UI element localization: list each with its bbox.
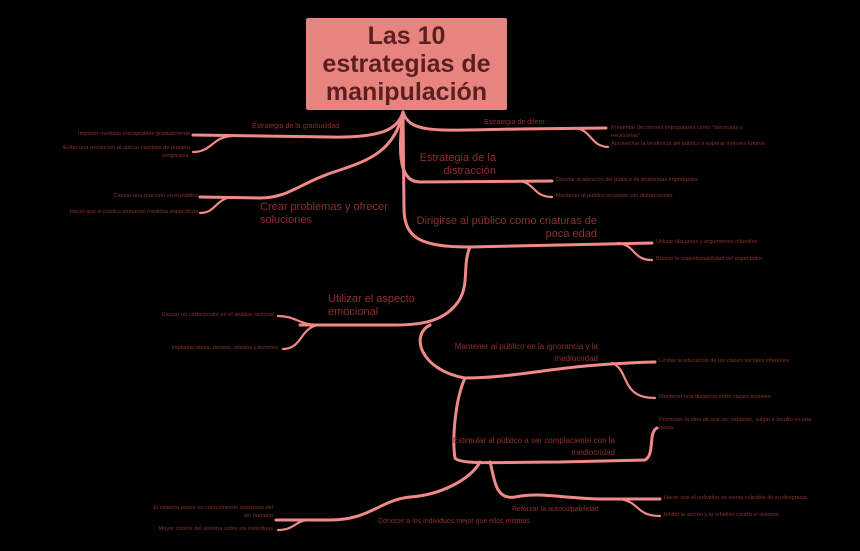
leaf[interactable]: Buscar la sugestionabilidad del espectad…: [656, 256, 763, 262]
leaf[interactable]: Promover la idea de que ser estúpido, vu…: [659, 417, 812, 431]
leaf[interactable]: Hacer que el público demande medidas esp…: [69, 209, 198, 215]
leaf[interactable]: Limitar la educación de las clases socia…: [659, 358, 789, 364]
leaf[interactable]: Evitar una revolución al aplicar cambios…: [63, 145, 190, 159]
leaf[interactable]: Implantar ideas, deseos, miedos y temore…: [171, 345, 278, 351]
branch-distraccion[interactable]: Estrategia de la distracción: [419, 152, 496, 177]
branch-diferir[interactable]: Estrategia de diferir: [484, 119, 545, 126]
leaf[interactable]: El sistema posee un conocimiento avanzad…: [153, 505, 273, 519]
leaf[interactable]: Causar una reacción en el público: [113, 193, 198, 199]
branch-emocional[interactable]: Utilizar el aspecto emocional: [328, 293, 415, 318]
branch-dirigirse[interactable]: Dirigirse al público como criaturas de p…: [416, 215, 597, 240]
leaf[interactable]: Imponer medidas inaceptables gradualment…: [78, 131, 190, 137]
leaf[interactable]: Mantener al público ocupado con distracc…: [556, 193, 673, 199]
leaf[interactable]: Mantener una distancia entre clases soci…: [659, 394, 771, 400]
leaf[interactable]: Aprovechar la tendencia del público a es…: [611, 141, 765, 147]
leaf[interactable]: Hacer que el individuo se sienta culpabl…: [664, 495, 809, 501]
branch-conocer[interactable]: Conocer a los individuos mejor que ellos…: [378, 518, 530, 525]
branch-reforzar[interactable]: Reforzar la autoculpabilidad: [512, 506, 599, 513]
leaf[interactable]: Mayor control del sistema sobre los indi…: [158, 526, 273, 532]
leaf[interactable]: Utilizar discursos y argumentos infantil…: [656, 239, 758, 245]
branch-ignorancia[interactable]: Mantener al público en la ignorancia y l…: [454, 342, 598, 363]
branch-crear-problemas[interactable]: Crear problemas y ofrecer soluciones: [260, 201, 388, 226]
central-topic[interactable]: Las 10 estrategias de manipulación: [306, 18, 507, 110]
branch-gradualidad[interactable]: Estrategia de la gradualidad: [252, 123, 340, 130]
leaf[interactable]: Presentar decisiones impopulares como "d…: [611, 125, 743, 139]
leaf[interactable]: Desviar la atención del público de probl…: [556, 177, 699, 183]
leaf[interactable]: Causar un cortocircuito en el análisis r…: [161, 312, 274, 318]
branch-estimular[interactable]: Estimular al público a ser complaciente …: [452, 436, 615, 457]
leaf[interactable]: Inhibir la acción y la rebelión contra e…: [664, 512, 780, 518]
